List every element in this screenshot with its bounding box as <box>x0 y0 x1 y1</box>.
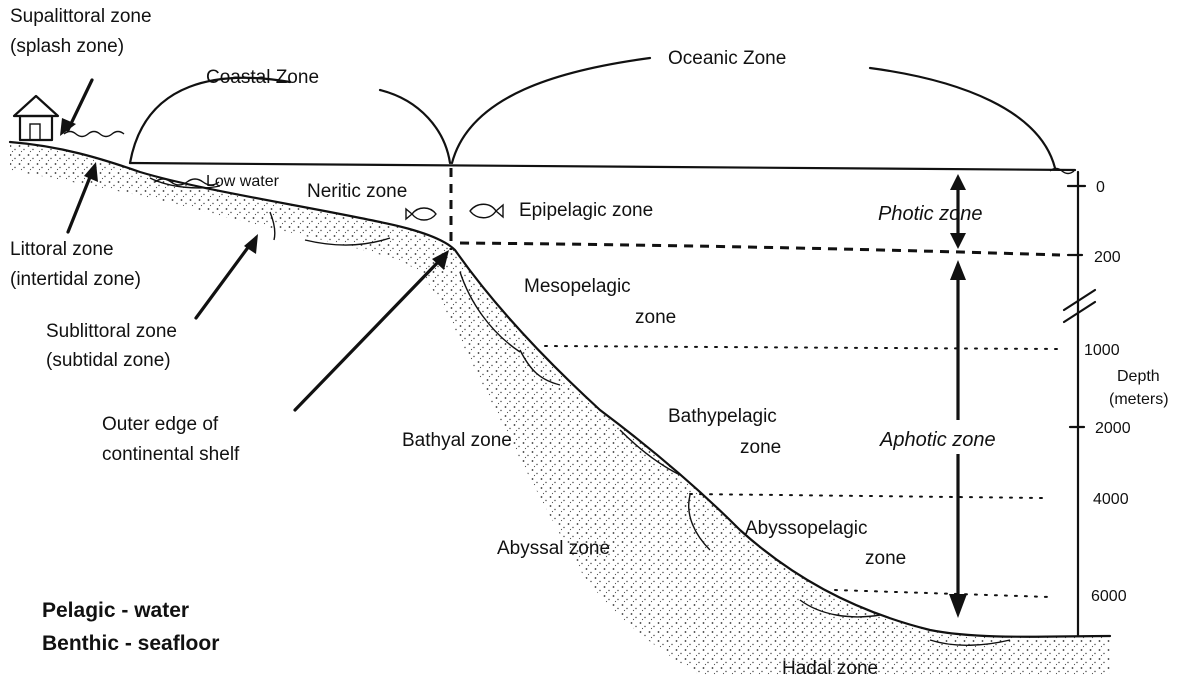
legend-benthic: Benthic - seafloor <box>42 632 219 655</box>
sea-surface-line <box>130 163 1075 170</box>
depth-axis-unit: (meters) <box>1109 391 1169 408</box>
fish-icon <box>470 204 503 218</box>
coastal-zone-arc <box>130 78 450 163</box>
depth-tick-label-6000: 6000 <box>1091 588 1127 605</box>
depth-tick-label-2000: 2000 <box>1095 420 1131 437</box>
supralittoral-sublabel: (splash zone) <box>10 36 124 57</box>
shelf-edge-sublabel: continental shelf <box>102 444 240 465</box>
abyssopelagic-label: Abyssopelagic <box>745 518 868 539</box>
fish-icon <box>406 208 436 220</box>
aphotic-zone-label: Aphotic zone <box>879 429 996 451</box>
littoral-label: Littoral zone <box>10 239 114 260</box>
sublittoral-sublabel: (subtidal zone) <box>46 350 171 371</box>
oceanic-zone-label: Oceanic Zone <box>668 48 786 69</box>
epipelagic-label: Epipelagic zone <box>519 200 653 221</box>
low-water-label: Low water <box>206 173 280 190</box>
depth-tick-label-0: 0 <box>1096 179 1105 196</box>
depth-tick-label-200: 200 <box>1094 249 1121 266</box>
bathyal-label: Bathyal zone <box>402 430 512 451</box>
supralittoral-label: Supalittoral zone <box>10 6 152 27</box>
neritic-label: Neritic zone <box>307 181 407 202</box>
abyssopelagic-sublabel: zone <box>865 548 906 569</box>
depth-axis-label: Depth <box>1117 368 1160 385</box>
legend-pelagic: Pelagic - water <box>42 599 189 622</box>
depth-axis-break-2 <box>1064 302 1095 322</box>
oceanic-zone-arc <box>452 58 1055 168</box>
depth-tick-label-1000: 1000 <box>1084 342 1120 359</box>
bathypelagic-label: Bathypelagic <box>668 406 777 427</box>
littoral-sublabel: (intertidal zone) <box>10 269 141 290</box>
depth-axis-break-1 <box>1064 290 1095 310</box>
bathypelagic-sublabel: zone <box>740 437 781 458</box>
shelf-edge-arrow <box>295 250 449 410</box>
shelf-edge-label: Outer edge of <box>102 414 219 435</box>
boundary-1000m <box>545 346 1058 349</box>
depth-tick-label-4000: 4000 <box>1093 491 1129 508</box>
sublittoral-arrow <box>196 234 258 318</box>
sublittoral-label: Sublittoral zone <box>46 321 177 342</box>
abyssal-label: Abyssal zone <box>497 538 610 559</box>
boundary-6000m <box>835 590 1050 597</box>
supralittoral-arrow <box>60 80 92 136</box>
coastal-zone-label: Coastal Zone <box>206 67 319 88</box>
boundary-4000m <box>690 494 1045 498</box>
house-icon <box>14 96 58 140</box>
mesopelagic-sublabel: zone <box>635 307 676 328</box>
photic-zone-label: Photic zone <box>878 203 983 225</box>
boundary-200m <box>460 243 1060 255</box>
mesopelagic-label: Mesopelagic <box>524 276 631 297</box>
hadal-label: Hadal zone <box>782 658 878 679</box>
shore-waves <box>64 132 124 137</box>
